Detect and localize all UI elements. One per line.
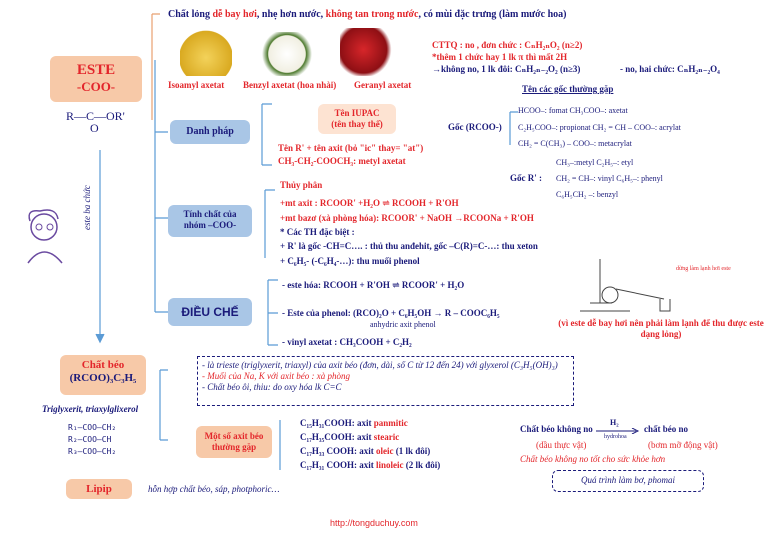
name-rule: Tên R' + tên axit (bỏ "ic" thay= "at") xyxy=(278,143,424,153)
acid-2: C₁₇H₃₅COOH: axit stearic xyxy=(300,432,400,442)
reaction-cond: H₂ xyxy=(610,418,619,427)
tinh-chat-title: Thủy phân xyxy=(280,180,323,190)
dieu-che-line2: - Este của phenol: (RCO)₂O + C₆H₅OH → R … xyxy=(282,308,500,318)
name-example: CH₃-CH₂-COOCH₃: metyl axetat xyxy=(278,156,406,166)
process-box: Quá trình làm bơ, phomai xyxy=(552,470,704,492)
dieu-che-line3: - vinyl axetat : CH₃COOH + C₂H₂ xyxy=(282,337,412,347)
acid-1: C₁₅H₃₁COOH: axit panmitic xyxy=(300,418,408,428)
iupac-title: Tên IUPAC xyxy=(334,108,380,118)
chat-beo-structure: R₁—COO—CH₂ R₂—COO—CH R₃—COO—CH₂ xyxy=(68,422,116,458)
cttq-line2: *thêm 1 chức hay 1 lk π thì mất 2H xyxy=(432,52,568,62)
chat-beo-name: Triglyxerit, triaxylglixerol xyxy=(42,404,139,414)
reaction-left: Chất béo không no xyxy=(520,424,593,434)
dieu-che-line1: - este hóa: RCOOH + R'OH ⇌ RCOOR' + H₂O xyxy=(282,280,465,290)
rose-image xyxy=(340,28,392,76)
intro-d: không tan trong nước xyxy=(325,9,419,20)
tinh-chat-line4: + R' là gốc -CH=C…. : thủ thu anđehit, g… xyxy=(280,241,538,251)
dieu-che-line2-sub: anhydric axit phenol xyxy=(370,320,436,329)
goc-r-3: C₆H₅CH₂ –: benzyl xyxy=(556,190,619,199)
intro-e: , có mùi đặc trưng (làm mước hoa) xyxy=(418,9,567,20)
jasmine-image xyxy=(262,32,312,76)
tinh-chat-line1: +mt axit : RCOOR' +H₂O ⇌ RCOOH + R'OH xyxy=(280,198,459,208)
footer-url[interactable]: http://tongduchuy.com xyxy=(330,518,418,528)
cttq-line4: - no, hai chức: CₙH₂ₙ₋₂O₄ xyxy=(620,64,720,74)
tinh-chat-box: Tính chất của nhóm –COO- xyxy=(168,205,252,237)
intro-b: dễ bay hơi xyxy=(212,9,257,20)
warning: Chất béo không no tốt cho sức khỏe hơn xyxy=(520,454,666,464)
image-label-2: Benzyl axetat (hoa nhài) xyxy=(243,80,337,90)
tinh-chat-line3: * Các TH đặc biệt : xyxy=(280,227,355,237)
este-formula: R—C—OR' xyxy=(66,109,125,123)
reaction-cond2: hydrohoa xyxy=(604,434,627,440)
dieu-che-label: ĐIỀU CHẾ xyxy=(181,305,239,319)
tinh-chat-label: Tính chất của nhóm –COO- xyxy=(183,209,237,230)
image-label-1: Isoamyl axetat xyxy=(168,80,225,90)
goc-acid-2: C₂H₅COO–: propionat CH₂ = CH – COO–: acr… xyxy=(518,123,681,132)
chat-beo-def-box: - là trieste (triglyxerit, triaxyl) của … xyxy=(197,356,574,406)
acid-4: C₁₇H₃₁ COOH: axit linoleic (2 lk đôi) xyxy=(300,460,441,470)
tinh-chat-line5: + C₆H₅- (-C₆H₄-…): thu muối phenol xyxy=(280,256,420,266)
dieu-che-box: ĐIỀU CHẾ xyxy=(168,298,252,326)
goc-r-1: CH₃–:metyl C₂H₅–: etyl xyxy=(556,158,634,167)
struct-row-1: R₁—COO—CH₂ xyxy=(68,423,117,432)
intro-c: , nhẹ hơn nước, xyxy=(256,9,326,20)
lipip-desc: hỗn hợp chất béo, sáp, photphoric… xyxy=(148,484,280,494)
left-sub: (dầu thực vật) xyxy=(536,440,587,450)
intro-line: Chất lỏng dễ bay hơi, nhẹ hơn nước, khôn… xyxy=(168,9,768,21)
chat-beo-box: Chất béo (RCOO)₃C₃H₅ xyxy=(60,355,146,395)
struct-row-2: R₂—COO—CH xyxy=(68,435,112,444)
axit-beo-label: Một số axit béo thường gặp xyxy=(204,431,264,452)
cttq-line1: CTTQ : no , đơn chức : CₙH₂ₙO₂ (n≥2) xyxy=(432,40,583,50)
apparatus-note: dừng làm lạnh hơi este xyxy=(676,266,731,272)
def-line3: - Chất béo ôi, thiu: do oxy hóa lk C=C xyxy=(202,382,342,392)
right-sub: (bơm mỡ động vật) xyxy=(648,440,718,450)
struct-row-3: R₃—COO—CH₂ xyxy=(68,447,117,456)
process-label: Quá trình làm bơ, phomai xyxy=(580,475,676,485)
reaction-right: chất béo no xyxy=(644,424,689,434)
lipip-label: Lipip xyxy=(86,483,112,495)
este-title: ESTE xyxy=(76,62,116,78)
iupac-box: Tên IUPAC (tên thay thế) xyxy=(318,104,396,134)
goc-acid-3: CH₂ = C(CH₃) – COO–: metacrylat xyxy=(518,139,632,148)
danh-phap-label: Danh pháp xyxy=(186,126,234,137)
goc-r-label: Gốc R' : xyxy=(510,173,542,183)
cttq-line3: →không no, 1 lk đôi: CₙH₂ₙ₋₂O₂ (n≥3) xyxy=(432,64,581,74)
lipip-box: Lipip xyxy=(66,479,132,499)
def-line2: - Muối của Na, K với axit béo : xà phòng xyxy=(202,371,351,381)
axit-beo-box: Một số axit béo thường gặp xyxy=(196,426,272,458)
common-title: Tên các gốc thường gặp xyxy=(522,84,614,94)
distillation-apparatus-icon xyxy=(580,259,671,312)
goc-acid-1: HCOO–: fomat CH₃COO–: axetat xyxy=(518,106,628,115)
banana-image xyxy=(180,30,232,76)
este-formula-o: O xyxy=(90,121,99,135)
chat-beo-label: Chất béo xyxy=(81,359,125,371)
danh-phap-box: Danh pháp xyxy=(170,120,250,144)
vertical-label: este ba chức xyxy=(82,185,92,230)
intro-a: Chất lỏng xyxy=(168,9,213,20)
goc-acid-label: Gốc (RCOO-) xyxy=(448,122,502,132)
reaction-arrow-icon xyxy=(596,428,640,434)
iupac-sub: (tên thay thế) xyxy=(331,119,383,129)
image-label-3: Geranyl axetat xyxy=(354,80,412,90)
goc-r-2: CH₂ = CH–: vinyl C₆H₅–: phenyl xyxy=(556,174,663,183)
scientist-sketch-icon xyxy=(27,209,63,264)
este-box: ESTE -COO- xyxy=(50,56,142,102)
acid-list: C₁₅H₃₁COOH: axit panmitic C₁₇H₃₅COOH: ax… xyxy=(300,418,440,471)
chat-beo-formula: (RCOO)₃C₃H₅ xyxy=(69,372,137,384)
tinh-chat-line2: +mt bazơ (xà phòng hóa): RCOOR' + NaOH →… xyxy=(280,213,534,223)
dieu-che-note: (vì este dễ bay hơi nên phải làm lạnh để… xyxy=(558,318,764,339)
def-line1: - là trieste (triglyxerit, triaxyl) của … xyxy=(202,360,558,370)
acid-3: C₁₇H₃₃ COOH: axit oleic (1 lk đôi) xyxy=(300,446,431,456)
este-subtitle: -COO- xyxy=(76,79,116,94)
